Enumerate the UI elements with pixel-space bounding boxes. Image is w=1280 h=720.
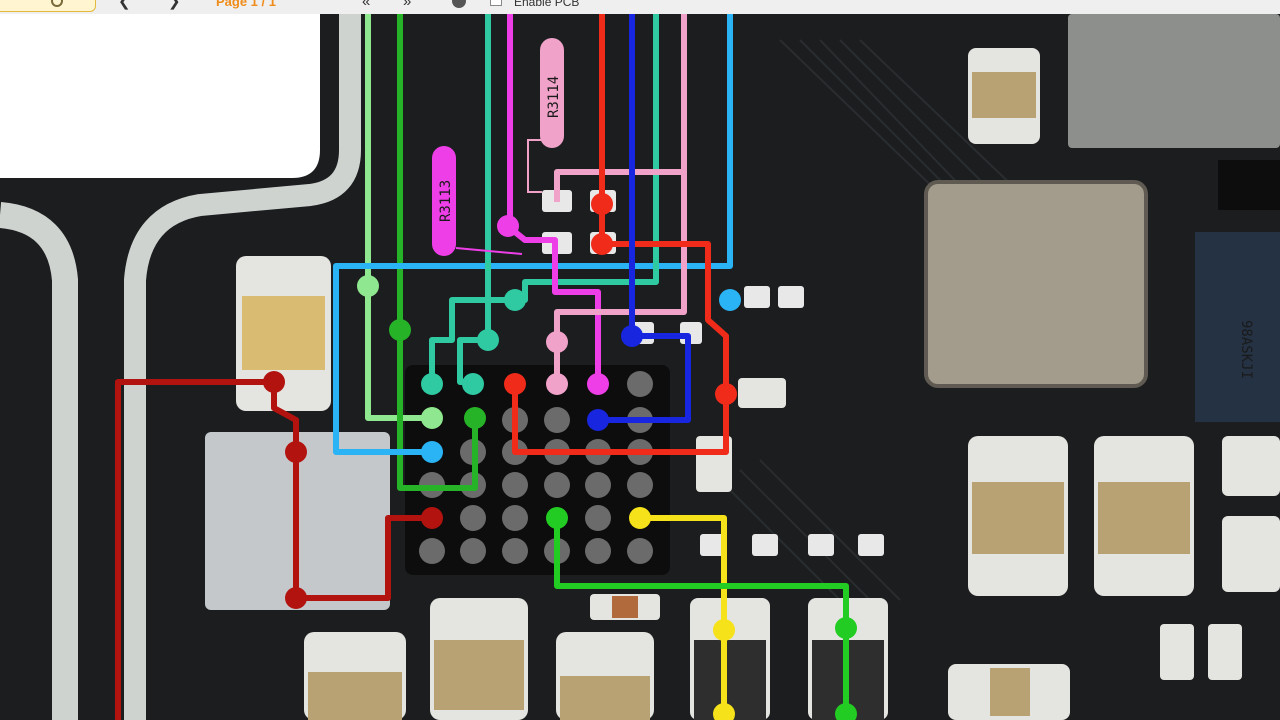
trace-dark-red — [115, 379, 432, 720]
shield-trace-left — [0, 202, 78, 720]
ic-chip-right — [1195, 232, 1280, 422]
settings-gear-icon[interactable] — [452, 0, 466, 8]
net-traces — [115, 14, 849, 720]
inductor — [924, 180, 1148, 388]
enable-pcb-label: Enable PCB — [514, 0, 580, 9]
trace-green — [397, 14, 478, 491]
trace-lime — [554, 518, 849, 720]
trace-pink-top — [554, 169, 684, 202]
shield-can — [1068, 14, 1280, 148]
ic-marking: 98ASKJI — [1238, 320, 1254, 379]
search-icon[interactable] — [51, 0, 63, 7]
search-box[interactable] — [0, 0, 96, 12]
back-arrow-icon[interactable]: ❮ — [118, 0, 131, 10]
first-page-button[interactable]: « — [362, 0, 371, 10]
board-cutout — [0, 14, 320, 178]
trace-red — [512, 14, 729, 455]
pcb-board-view[interactable]: 98ASKJI — [0, 14, 1280, 720]
viewer-toolbar: ❮ ❯ Page 1 / 1 « » Enable PCB — [0, 0, 1280, 15]
trace-blue — [598, 14, 691, 423]
ic-small — [1218, 160, 1280, 210]
page-indicator: Page 1 / 1 — [216, 0, 276, 9]
trace-yellow — [640, 515, 727, 720]
forward-arrow-icon[interactable]: ❯ — [168, 0, 181, 10]
shield-trace-outer — [124, 14, 361, 720]
net-dots — [263, 193, 857, 720]
trace-light-green — [365, 14, 432, 421]
enable-pcb-checkbox[interactable] — [490, 0, 502, 6]
svg-text:R3114: R3114 — [546, 76, 562, 118]
svg-text:R3113: R3113 — [438, 180, 454, 222]
trace-cyan — [333, 14, 733, 455]
resistor-r3114[interactable]: R3114 — [527, 38, 564, 193]
resistor-r3113[interactable]: R3113 — [432, 146, 523, 256]
last-page-button[interactable]: » — [403, 0, 412, 10]
